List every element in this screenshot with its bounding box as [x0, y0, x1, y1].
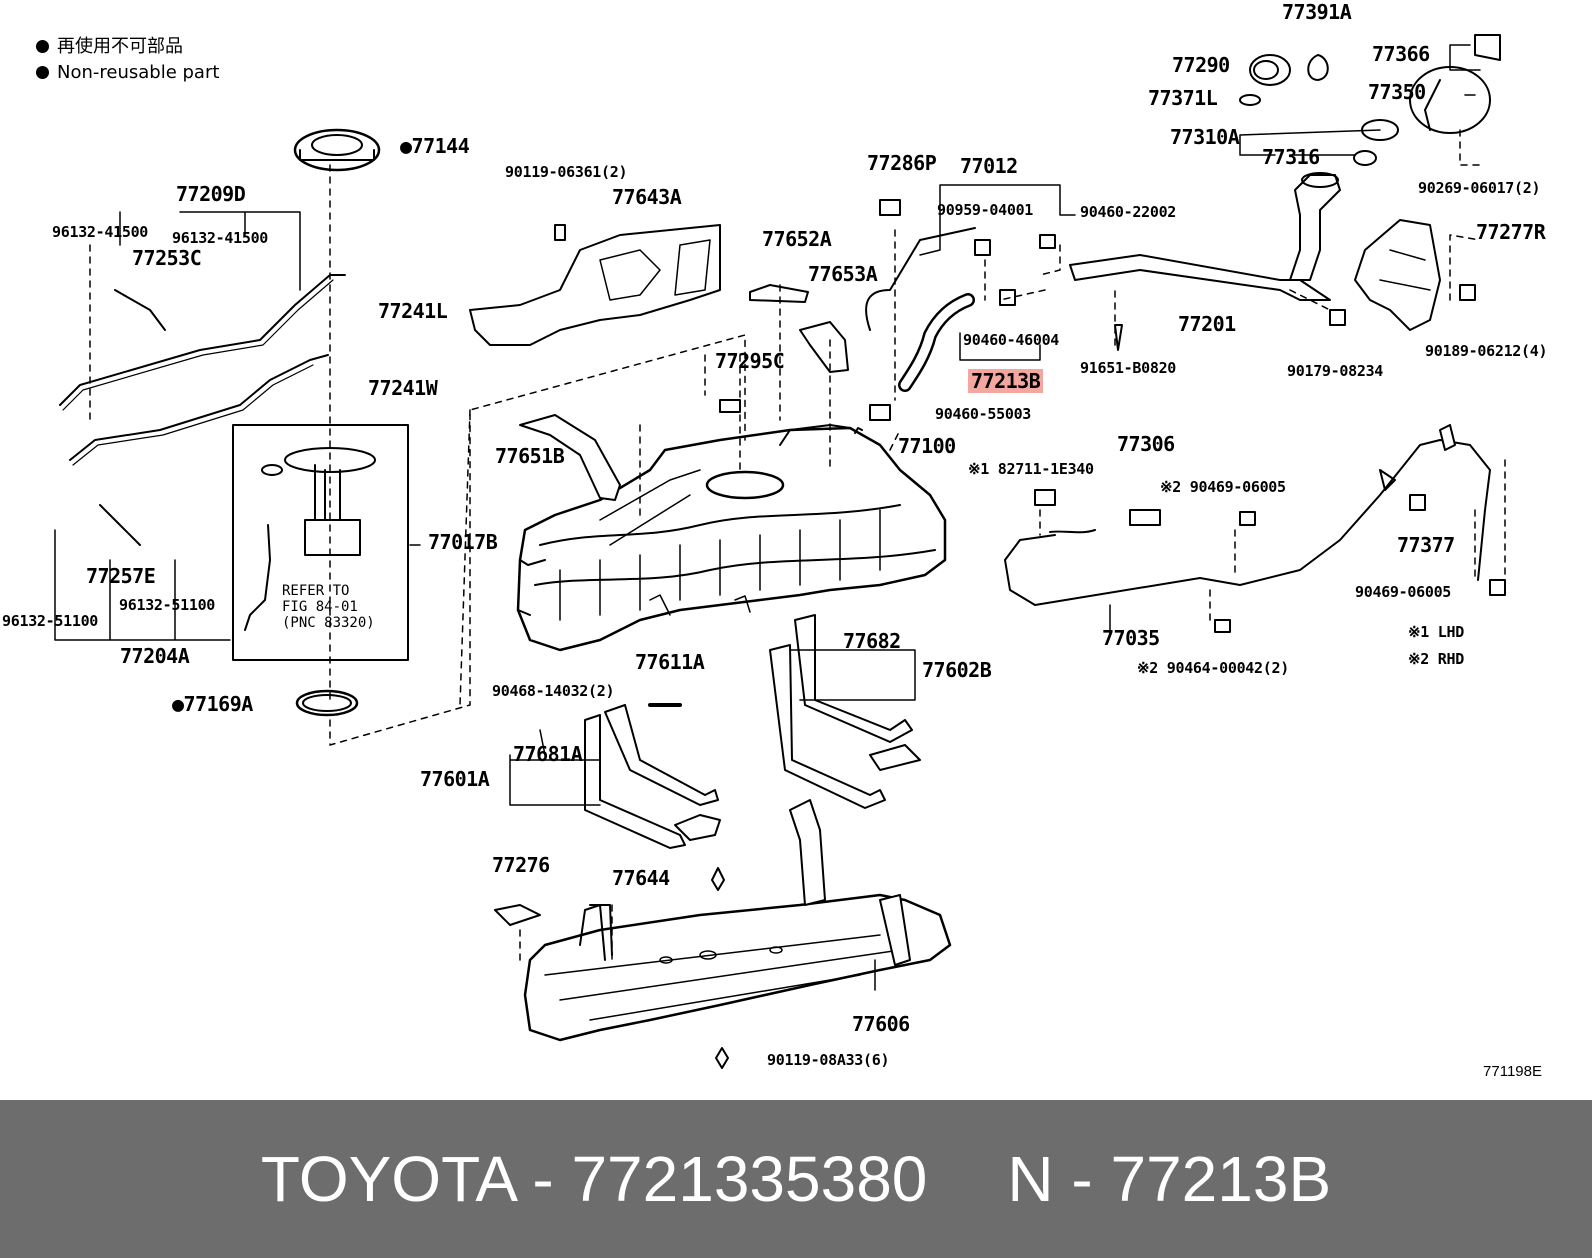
part-label[interactable]: ※2 90464-00042(2)	[1137, 659, 1289, 677]
part-label[interactable]: 77241W	[368, 376, 438, 400]
part-label[interactable]: 96132-51100	[2, 612, 99, 630]
evap-tube	[865, 227, 976, 331]
part-label[interactable]: ●77169A	[172, 692, 253, 716]
strap-77651B	[519, 414, 621, 501]
part-label[interactable]: 91651-B0820	[1080, 359, 1177, 377]
legend: 再使用不可部品 Non-reusable part	[36, 34, 219, 86]
part-label[interactable]: 77652A	[762, 227, 832, 251]
part-label[interactable]: 77017B	[428, 530, 498, 554]
part-label[interactable]: 77306	[1117, 432, 1175, 456]
part-label[interactable]: ※2 90469-06005	[1160, 478, 1286, 496]
lock-ring-77144	[293, 128, 381, 172]
part-label[interactable]: 77653A	[808, 262, 878, 286]
part-label[interactable]: 90460-22002	[1080, 203, 1177, 221]
part-label[interactable]: 90189-06212(4)	[1425, 342, 1548, 360]
part-label[interactable]: 90119-08A33(6)	[767, 1051, 890, 1069]
part-label[interactable]: 77277R	[1476, 220, 1546, 244]
part-label[interactable]: 77606	[852, 1012, 910, 1036]
filler-pipe-77201	[1069, 172, 1341, 301]
part-label[interactable]: 77316	[1262, 145, 1320, 169]
part-label[interactable]: 77035	[1102, 626, 1160, 650]
part-label[interactable]: 77602B	[922, 658, 992, 682]
band-77602B	[769, 614, 921, 809]
part-label[interactable]: 77310A	[1170, 125, 1240, 149]
fuel-tank-77100	[516, 424, 947, 652]
part-label[interactable]: 77209D	[176, 182, 246, 206]
small-fasteners	[494, 199, 1506, 1069]
protector-77606	[523, 799, 952, 1042]
refer-note-line: REFER TO	[282, 583, 350, 599]
footer-bar: TOYOTA - 7721335380 N - 77213B	[0, 1100, 1592, 1258]
leader-lines	[54, 44, 1506, 991]
bracket-77277R	[1354, 219, 1441, 331]
part-label[interactable]: 77286P	[867, 151, 937, 175]
note-label: ※1 LHD	[1408, 623, 1464, 641]
part-label[interactable]: 77201	[1178, 312, 1236, 336]
part-label[interactable]: 96132-51100	[119, 596, 216, 614]
part-label[interactable]: 96132-41500	[172, 229, 269, 247]
strap-77652A	[749, 284, 809, 303]
part-label[interactable]: 77253C	[132, 246, 202, 270]
heat-insulator-77643A	[469, 224, 721, 346]
legend-line-jp: 再使用不可部品	[36, 34, 219, 60]
part-label[interactable]: 77012	[960, 154, 1018, 178]
legend-line-en: Non-reusable part	[36, 60, 219, 86]
footer-ref-number: N - 77213B	[1007, 1143, 1332, 1215]
part-label[interactable]: 90460-55003	[935, 405, 1032, 423]
part-label[interactable]: 77611A	[635, 650, 705, 674]
part-label[interactable]: 77681A	[513, 742, 583, 766]
filler-cap-parts	[1239, 34, 1501, 166]
part-label[interactable]: 77643A	[612, 185, 682, 209]
part-label[interactable]: 77601A	[420, 767, 490, 791]
part-label[interactable]: 90468-14032(2)	[492, 682, 615, 700]
part-label[interactable]: 77204A	[120, 644, 190, 668]
part-label[interactable]: ●77144	[400, 134, 470, 158]
part-label[interactable]: ※1 82711-1E340	[968, 460, 1094, 478]
gasket-77169A	[295, 689, 359, 717]
part-label[interactable]: 77295C	[715, 349, 785, 373]
refer-note: REFER TO FIG 84-01 (PNC 83320)	[282, 583, 375, 631]
fuel-pump-77017B	[232, 424, 409, 661]
note-label: ※2 RHD	[1408, 650, 1464, 668]
part-label[interactable]: 77366	[1372, 42, 1430, 66]
part-label[interactable]: 90469-06005	[1355, 583, 1452, 601]
part-label[interactable]: 90460-46004	[963, 331, 1060, 349]
part-label[interactable]: 77391A	[1282, 0, 1352, 24]
part-label[interactable]: 77377	[1397, 533, 1455, 557]
part-label[interactable]: 90119-06361(2)	[505, 163, 628, 181]
part-label[interactable]: 77290	[1172, 53, 1230, 77]
part-label[interactable]: 77682	[843, 629, 901, 653]
bullet-icon	[36, 66, 49, 79]
part-label[interactable]: 77276	[492, 853, 550, 877]
part-label[interactable]: 90269-06017(2)	[1418, 179, 1541, 197]
highlighted-part-label[interactable]: 77213B	[968, 369, 1044, 393]
breather-hose-77213B	[898, 293, 975, 392]
diagram-drawing	[54, 34, 1506, 1069]
part-label[interactable]: 90179-08234	[1287, 362, 1384, 380]
part-label[interactable]: 77350	[1368, 80, 1426, 104]
part-label[interactable]: 90959-04001	[937, 201, 1034, 219]
part-label[interactable]: 77651B	[495, 444, 565, 468]
part-label[interactable]: 96132-41500	[52, 223, 149, 241]
bullet-icon	[36, 40, 49, 53]
strap-77653A	[799, 321, 849, 373]
figure-id: 771198E	[1483, 1063, 1542, 1080]
refer-note-line: FIG 84-01	[282, 599, 358, 615]
parts-diagram: 再使用不可部品 Non-reusable part 77391A 77290 7…	[2, 0, 1548, 1080]
part-label[interactable]: 77241L	[378, 299, 448, 323]
refer-note-line: (PNC 83320)	[282, 615, 375, 631]
footer-part-number: TOYOTA - 7721335380	[260, 1143, 928, 1215]
part-label[interactable]: 77371L	[1148, 86, 1218, 110]
cable-77035	[1004, 424, 1491, 606]
part-label[interactable]: 77644	[612, 866, 670, 890]
part-label[interactable]: 77257E	[86, 564, 156, 588]
band-77601A	[584, 704, 721, 849]
fuel-tube-lines	[59, 274, 346, 546]
part-label[interactable]: 77100	[898, 434, 956, 458]
